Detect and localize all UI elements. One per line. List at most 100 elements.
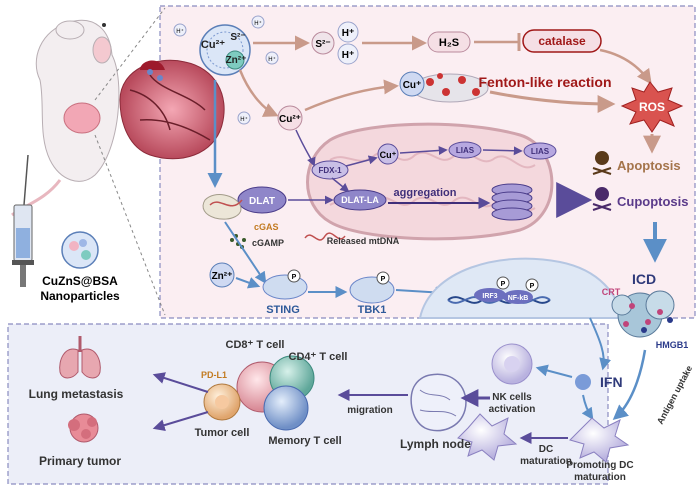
released-mtdna-label: Released mtDNA xyxy=(327,236,400,246)
cgamp-label: cGAMP xyxy=(252,238,284,248)
cuplus-node xyxy=(377,143,399,165)
ifn-icon xyxy=(575,374,591,390)
lias-node xyxy=(448,141,482,159)
ros-burst xyxy=(620,81,684,133)
s2-label: S²⁻ xyxy=(315,39,330,50)
lias-label: LIAS xyxy=(531,147,550,156)
mtdna-strand xyxy=(304,232,346,241)
lias-node xyxy=(523,142,557,160)
dlat-node xyxy=(237,186,287,214)
crt-label: CRT xyxy=(602,287,621,297)
mitochondrion xyxy=(306,122,554,241)
lung-metastasis-label: Lung metastasis xyxy=(29,387,124,401)
svg-text:H⁺: H⁺ xyxy=(268,56,276,63)
dlat-la-label: DLAT-LA xyxy=(341,195,379,205)
pd-l1-label: PD-L1 xyxy=(201,370,227,380)
tumor-cell-label: Tumor cell xyxy=(195,427,250,439)
s2-h-cluster xyxy=(311,21,359,65)
lymph-node-label: Lymph node xyxy=(400,437,471,451)
zoom-line xyxy=(94,134,166,316)
arrow xyxy=(399,145,448,155)
memory-t-label: Memory T cell xyxy=(268,435,341,447)
cu2-ion-label: Cu²⁺ xyxy=(201,39,225,51)
aggregation-label: aggregation xyxy=(394,187,457,199)
fenton-label: Fenton-like reaction xyxy=(478,74,611,90)
fdx1-node xyxy=(311,160,349,180)
arrow xyxy=(238,69,279,117)
arrow xyxy=(589,317,611,371)
tumor-tissue-illustration xyxy=(119,59,225,160)
primary-tumor-label: Primary tumor xyxy=(39,454,121,468)
hplus-bubble: H⁺ xyxy=(237,111,251,125)
zoom-line xyxy=(94,7,166,101)
h2s-box xyxy=(427,31,471,53)
dc-maturation-line2: maturation xyxy=(520,456,572,467)
arrow xyxy=(235,277,261,289)
arrow xyxy=(482,146,523,156)
arrow xyxy=(535,364,573,378)
cu2-released-label: Cu²⁺ xyxy=(279,114,301,125)
memory-t-cell xyxy=(263,385,309,431)
p-label: P xyxy=(381,276,386,283)
icd-label: ICD xyxy=(632,271,656,287)
arrow xyxy=(599,48,652,85)
arrow xyxy=(331,177,350,193)
nanoparticles-label-line2: Nanoparticles xyxy=(40,289,120,303)
dlat-label: DLAT xyxy=(249,196,275,207)
cgas-protein xyxy=(202,194,243,220)
h2s-label: H₂S xyxy=(439,37,459,49)
primary-tumor-icon xyxy=(68,413,99,443)
fenton-cluster xyxy=(399,71,489,103)
dc-maturation-line1: DC xyxy=(539,444,553,455)
cu2-bubble xyxy=(277,105,303,131)
arrow xyxy=(304,79,399,112)
arrow xyxy=(612,349,647,420)
dlat-la-node xyxy=(333,189,387,211)
catalase-label: catalase xyxy=(538,34,586,48)
nfkb-label: NF-kB xyxy=(508,295,529,302)
lias-label: LIAS xyxy=(456,146,475,155)
migration-label: migration xyxy=(347,405,393,416)
zn2-ion-label: Zn²⁺ xyxy=(226,55,247,66)
phospho-marker xyxy=(376,271,390,285)
svg-text:H⁺: H⁺ xyxy=(176,28,184,35)
cd8-label: CD8⁺ T cell xyxy=(226,339,285,351)
zn2-label: Zn²⁺ xyxy=(212,271,233,282)
arrow xyxy=(224,221,267,284)
catalase-box xyxy=(522,29,602,53)
lung-icon xyxy=(59,336,101,379)
phospho-marker xyxy=(287,269,301,283)
s2-ion-label: S²⁻ xyxy=(230,32,245,43)
promoting-dc-line1: Promoting DC xyxy=(566,460,633,471)
nanoparticles-label-line1: CuZnS@BSA xyxy=(42,274,118,288)
nk-label-line1: NK cells xyxy=(492,392,532,403)
nfkb-protein xyxy=(503,290,533,304)
arrow xyxy=(489,90,616,113)
skull-icon xyxy=(592,151,612,175)
cd4-label: CD4⁺ T cell xyxy=(289,351,348,363)
dc-cell xyxy=(569,417,630,463)
nanoparticle-legend xyxy=(61,231,99,269)
lymph-node-icon xyxy=(410,373,467,432)
dc-cell xyxy=(457,413,518,461)
apoptosis-label: Apoptosis xyxy=(617,158,681,173)
arrow xyxy=(152,411,209,431)
promoting-dc-line2: maturation xyxy=(574,472,626,483)
nk-label-line2: activation xyxy=(489,404,536,415)
phospho-marker xyxy=(525,278,539,292)
ifn-label: IFN xyxy=(600,374,623,390)
p-label: P xyxy=(501,281,506,288)
zn2-bubble xyxy=(209,262,235,288)
irf3-protein xyxy=(474,288,506,302)
phospho-marker xyxy=(496,276,510,290)
ros-label: ROS xyxy=(639,100,665,114)
fdx1-label: FDX-1 xyxy=(318,166,342,175)
syringe-icon xyxy=(12,154,34,287)
svg-text:H⁺: H⁺ xyxy=(254,20,262,27)
nk-nucleus xyxy=(504,356,520,372)
icd-cell-cluster xyxy=(611,290,675,338)
svg-text:H⁺: H⁺ xyxy=(240,116,248,123)
arrow xyxy=(152,372,209,393)
p-label: P xyxy=(292,274,297,281)
